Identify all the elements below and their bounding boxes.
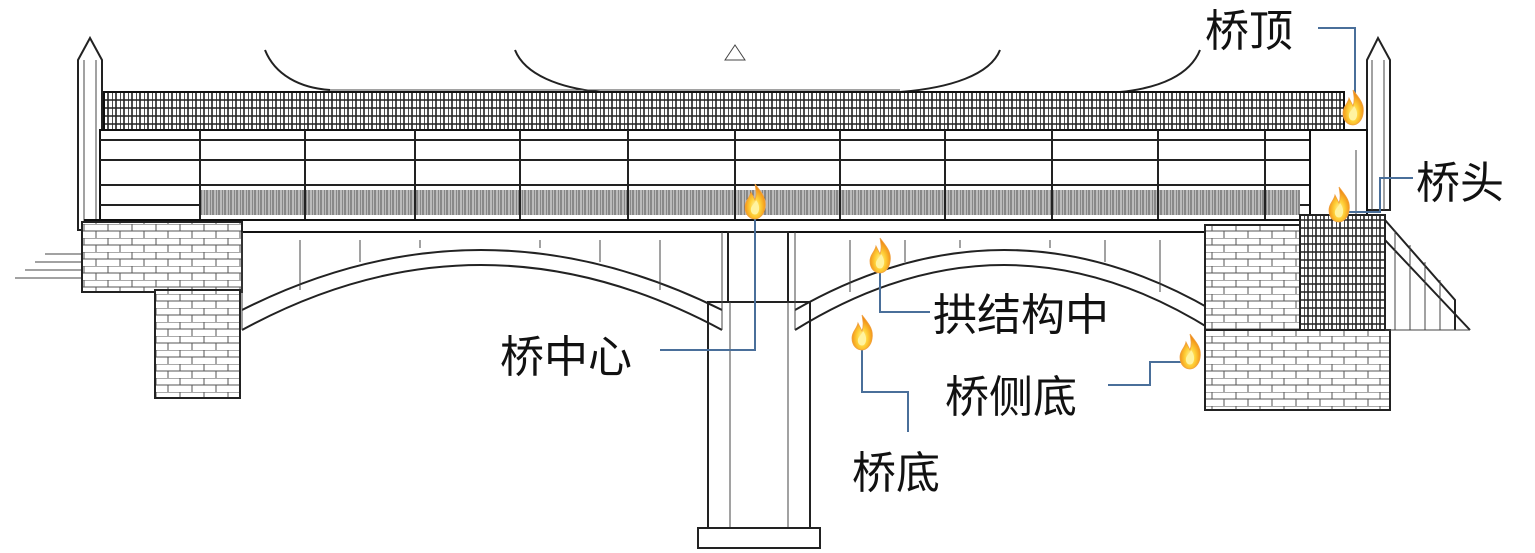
fire-icon (1342, 89, 1364, 126)
roof-eaves (264, 44, 1201, 93)
left-pier (154, 289, 241, 399)
right-spire (1366, 35, 1391, 211)
fire-icon (869, 237, 891, 274)
deck (84, 219, 1306, 233)
label-bridge-side-bottom: 桥侧底 (945, 372, 1077, 423)
leader-bridge-center (660, 210, 756, 351)
left-spire (77, 35, 103, 231)
right-base (1204, 329, 1391, 411)
label-bridge-center: 桥中心 (500, 332, 632, 383)
right-stairs (1384, 219, 1471, 331)
left-abutment (81, 221, 243, 293)
leader-bridge-head (1342, 177, 1413, 213)
leader-arch-middle (879, 262, 930, 313)
label-bridge-head: 桥头 (1416, 158, 1504, 209)
center-pier (697, 231, 821, 549)
left-steps (15, 253, 85, 279)
fire-icon (1179, 333, 1201, 370)
label-bridge-top: 桥顶 (1205, 6, 1293, 57)
left-arch (241, 232, 723, 331)
right-arch (794, 232, 1213, 331)
roof-band (103, 91, 1345, 131)
right-stair-tower (1299, 214, 1386, 336)
leader-bridge-top (1318, 27, 1356, 100)
label-bridge-bottom: 桥底 (852, 448, 940, 499)
leader-bridge-side-bottom (1108, 361, 1188, 386)
leader-bridge-bottom (861, 340, 909, 432)
fire-icon (851, 314, 873, 351)
corridor (99, 129, 1368, 223)
label-arch-middle: 拱结构中 (933, 290, 1109, 341)
